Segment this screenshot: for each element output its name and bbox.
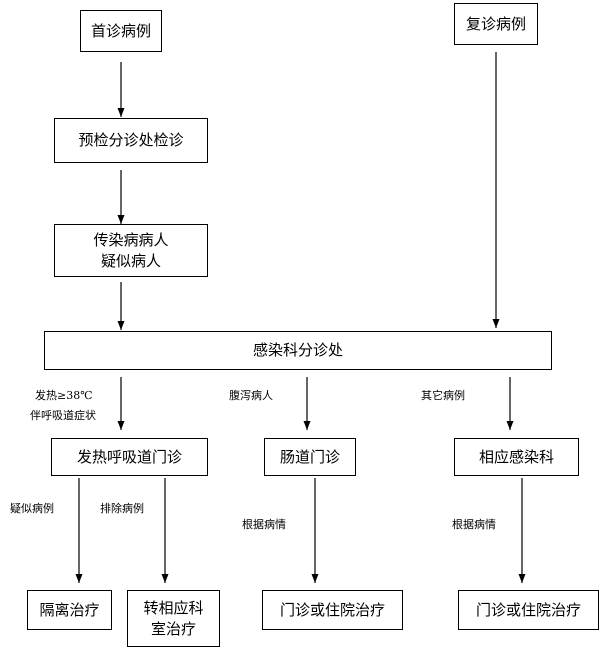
label-condition-b: 根据病情 bbox=[452, 518, 496, 531]
node-isolation-text: 隔离治疗 bbox=[39, 600, 100, 619]
node-isolation: 隔离治疗 bbox=[27, 590, 112, 630]
label-excluded: 排除病例 bbox=[100, 502, 144, 515]
node-triage: 预检分诊处检诊 bbox=[54, 118, 208, 163]
node-triage-text: 预检分诊处检诊 bbox=[78, 131, 184, 149]
node-outpatient-a: 门诊或住院治疗 bbox=[262, 590, 403, 630]
label-suspected: 疑似病例 bbox=[10, 502, 54, 515]
node-outpatient-b-text: 门诊或住院治疗 bbox=[475, 600, 581, 619]
node-revisit-text: 复诊病例 bbox=[465, 14, 526, 33]
node-dept-triage-text: 感染科分诊处 bbox=[252, 341, 343, 359]
node-other-dept-text: 相应感染科 bbox=[478, 447, 554, 466]
node-intestinal-clinic: 肠道门诊 bbox=[264, 438, 356, 476]
node-fever-clinic-text: 发热呼吸道门诊 bbox=[76, 447, 182, 466]
node-transfer-text-1: 转相应科 bbox=[143, 598, 204, 617]
node-outpatient-a-text: 门诊或住院治疗 bbox=[279, 600, 385, 619]
node-infectious-text-2: 疑似病人 bbox=[100, 251, 161, 270]
node-fever-clinic: 发热呼吸道门诊 bbox=[51, 438, 208, 476]
node-dept-triage: 感染科分诊处 bbox=[44, 331, 552, 370]
label-diarrhea: 腹泻病人 bbox=[229, 389, 273, 402]
label-fever-criteria-1: 发热≥38℃ bbox=[35, 389, 93, 402]
node-outpatient-b: 门诊或住院治疗 bbox=[458, 590, 599, 630]
node-infectious: 传染病病人 疑似病人 bbox=[54, 224, 208, 277]
node-first-visit: 首诊病例 bbox=[80, 10, 162, 52]
node-revisit: 复诊病例 bbox=[454, 3, 538, 45]
node-transfer-text-2: 室治疗 bbox=[150, 619, 196, 638]
label-fever-criteria-2: 伴呼吸道症状 bbox=[30, 409, 96, 422]
label-condition-a: 根据病情 bbox=[242, 518, 286, 531]
node-infectious-text-1: 传染病病人 bbox=[93, 230, 169, 249]
node-intestinal-clinic-text: 肠道门诊 bbox=[279, 447, 340, 466]
label-other-cases: 其它病例 bbox=[421, 389, 465, 402]
node-other-dept: 相应感染科 bbox=[454, 438, 579, 476]
node-first-visit-text: 首诊病例 bbox=[90, 21, 151, 40]
node-transfer: 转相应科 室治疗 bbox=[127, 590, 220, 647]
